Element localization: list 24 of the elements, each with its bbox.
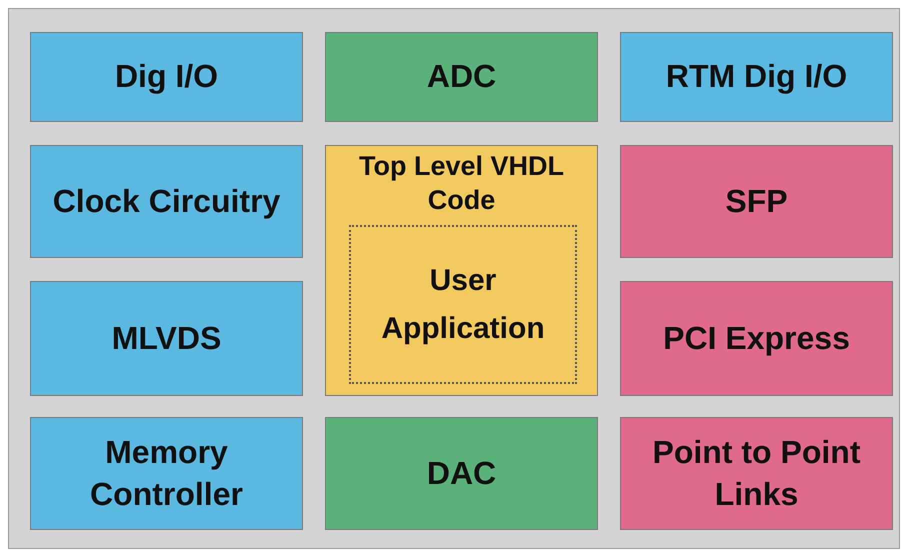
- module-label: Dig I/O: [114, 57, 218, 96]
- module-label: DAC: [426, 454, 496, 493]
- module-label: MLVDS: [112, 318, 222, 358]
- module-box: [620, 281, 893, 396]
- module-label: Memory Controller: [89, 432, 244, 514]
- module-label: Point to Point Links: [652, 432, 862, 514]
- module-label: ADC: [426, 57, 496, 96]
- module-box: [30, 32, 303, 122]
- module-box: [325, 417, 598, 530]
- module-box: [620, 145, 893, 258]
- module-box: [325, 32, 598, 122]
- module-box: [620, 417, 893, 530]
- module-label: PCI Express: [663, 318, 850, 358]
- module-label: Clock Circuitry: [52, 182, 280, 221]
- module-label: Top Level VHDL Code: [358, 150, 566, 217]
- module-label: SFP: [725, 182, 788, 221]
- module-label: RTM Dig I/O: [666, 57, 848, 96]
- module-box: [620, 32, 893, 122]
- module-label: User Application: [380, 262, 546, 346]
- module-box: [30, 145, 303, 258]
- container-box: [325, 145, 598, 396]
- module-box: [30, 281, 303, 396]
- module-box: [30, 417, 303, 530]
- dotted-box: [349, 225, 577, 384]
